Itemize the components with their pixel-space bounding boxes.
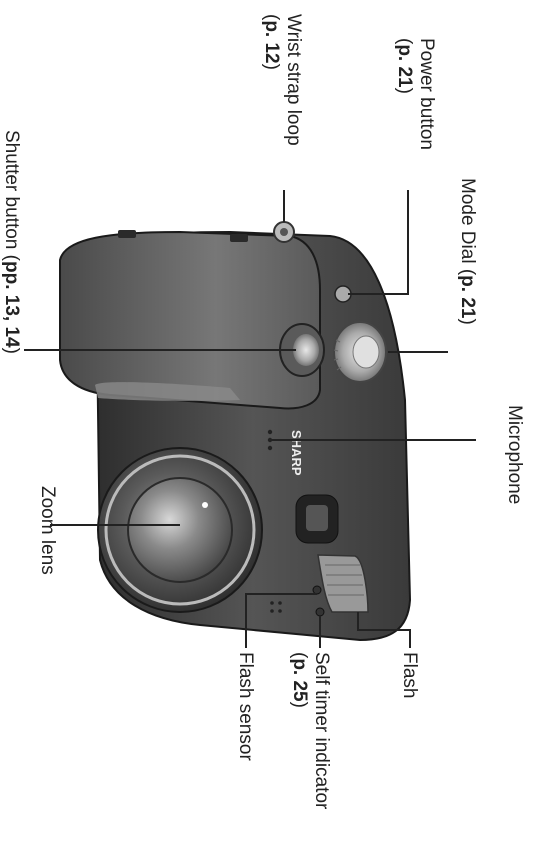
label-zoom-lens: Zoom lens xyxy=(37,486,58,575)
label-wrist-strap-page: p. 12 xyxy=(261,20,282,64)
leader-lines xyxy=(24,190,476,648)
label-flash: Flash xyxy=(399,652,420,699)
zoom-lens-glass xyxy=(127,477,233,583)
label-mode-dial-text: Mode Dial xyxy=(457,178,478,264)
label-flash-sensor: Flash sensor xyxy=(235,652,256,761)
grip-housing xyxy=(59,230,321,410)
label-self-timer-page: p. 25 xyxy=(289,658,310,702)
label-shutter-button: Shutter button (pp. 13, 14) xyxy=(1,130,22,354)
label-wrist-strap-loop: Wrist strap loop (p. 12) xyxy=(261,14,304,146)
microphone-holes xyxy=(267,429,273,451)
label-mode-dial-page: p. 21 xyxy=(457,275,478,319)
label-microphone: Microphone xyxy=(504,405,525,505)
label-shutter-button-pages: pp. 13, 14 xyxy=(1,260,22,348)
label-shutter-button-text: Shutter button xyxy=(1,130,22,250)
label-self-timer-text: Self timer indicator xyxy=(311,652,332,810)
flash-sensor xyxy=(312,585,322,595)
label-wrist-strap-text: Wrist strap loop xyxy=(283,14,304,146)
flash-unit xyxy=(317,554,369,613)
self-timer-indicator xyxy=(315,607,325,617)
label-power-button-text: Power button xyxy=(416,38,437,150)
label-mode-dial: Mode Dial (p. 21) xyxy=(457,178,478,325)
label-self-timer-indicator: Self timer indicator (p. 25) xyxy=(289,652,332,810)
label-power-button-page: p. 21 xyxy=(394,44,415,88)
brand-logo: SHARP xyxy=(289,430,304,476)
label-power-button: Power button (p. 21) xyxy=(394,38,437,150)
